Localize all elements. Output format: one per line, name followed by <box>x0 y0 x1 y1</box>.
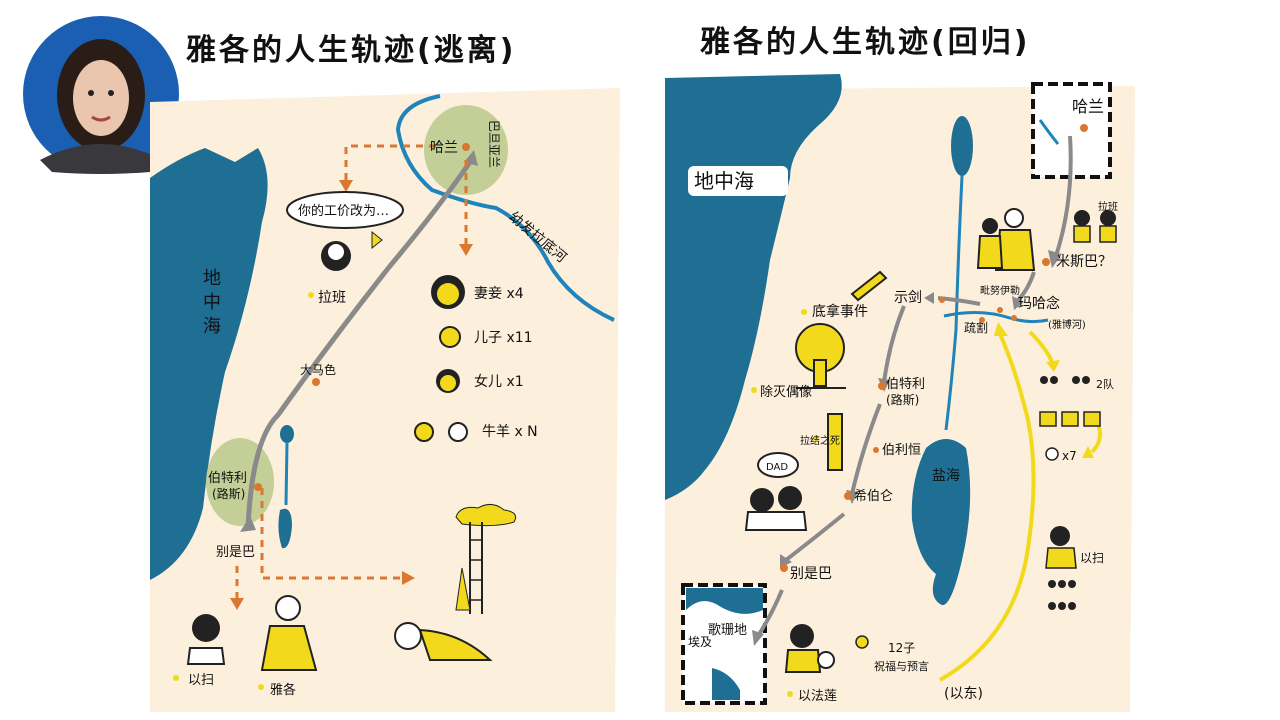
left-speech-bubble <box>286 191 404 229</box>
right-two-camps <box>1039 376 1101 461</box>
right-dinah: 底拿事件 <box>812 303 868 320</box>
left-sea <box>150 148 268 580</box>
right-blessing-figures <box>784 624 869 673</box>
right-bethel-sub: (路斯) <box>886 392 919 407</box>
right-route-edom <box>939 333 1036 682</box>
right-sea-label-box <box>688 166 788 196</box>
right-pillar-icon <box>827 413 843 471</box>
left-daughters: 女儿 x1 <box>474 373 524 390</box>
left-beersheba: 别是巴 <box>216 545 255 560</box>
right-edom: (以东) <box>944 686 983 702</box>
left-wives: 妻妾 x4 <box>474 286 524 302</box>
right-two-camps-label: 2队 <box>1096 377 1114 391</box>
right-jabbok-label: (雅博河) <box>1048 318 1086 331</box>
left-family-icons <box>414 275 468 442</box>
right-egypt: 埃及 <box>688 635 712 649</box>
right-sword-icon <box>850 270 888 302</box>
right-dead-sea <box>911 439 971 606</box>
right-route-haran <box>1054 135 1073 257</box>
left-sea-label-1: 地 <box>203 268 221 289</box>
left-esau-jacob-figures <box>186 595 318 671</box>
left-route-orange-ladder <box>260 488 404 580</box>
left-ladder-figure <box>455 504 517 614</box>
right-hebron: 希伯仑 <box>854 489 893 504</box>
left-bethel: 伯特利 <box>208 471 247 486</box>
right-jabbok <box>943 310 1049 324</box>
left-speech-text: 你的工价改为… <box>298 203 389 219</box>
right-twelve: 12子 <box>888 641 915 655</box>
right-laban-figures <box>1073 210 1117 243</box>
left-bethel-sub: (路斯) <box>212 486 245 501</box>
right-map: 地中海 哈兰 拉班 米斯巴？ 玛哈念 毗努伊勒 疏割 (雅博河) 示剑 底拿事件… <box>665 74 1135 712</box>
left-sleeping-jacob <box>394 622 493 661</box>
avatar <box>23 16 179 174</box>
right-esau: 以扫 <box>1080 551 1104 565</box>
left-title: 雅各的人生轨迹(逃离) <box>186 33 516 68</box>
left-sea-label-2: 中 <box>203 292 221 313</box>
right-wrestling-figures <box>976 208 1036 271</box>
left-jacob-label: 雅各 <box>270 682 296 698</box>
left-dead-sea <box>278 508 292 549</box>
right-galilee <box>951 116 973 176</box>
left-damascus: 大马色 <box>300 363 336 377</box>
right-laban: 拉班 <box>1098 200 1118 213</box>
left-laban-label: 拉班 <box>318 290 346 306</box>
left-sons: 儿子 x11 <box>474 330 533 346</box>
right-dad: DAD <box>766 462 788 473</box>
right-dead-sea-label: 盐海 <box>932 468 960 484</box>
right-esau-figure <box>1045 526 1077 610</box>
right-goshen: 歌珊地 <box>708 623 747 638</box>
left-route-orange-laban <box>344 144 436 182</box>
right-title: 雅各的人生轨迹(回归) <box>700 25 1030 60</box>
right-mahanaim: 玛哈念 <box>1018 295 1060 312</box>
left-esau-label: 以扫 <box>188 673 214 688</box>
right-bethel: 伯特利 <box>886 377 925 392</box>
right-bow: x7 <box>1062 449 1077 463</box>
right-ephraim: 以法莲 <box>798 689 837 704</box>
left-laban-figure <box>321 230 383 271</box>
right-beersheba: 别是巴 <box>790 566 832 582</box>
left-route-gray <box>245 160 473 529</box>
left-map-land <box>150 88 620 712</box>
right-dad-bubble <box>744 452 808 531</box>
left-haran: 哈兰 <box>430 140 458 156</box>
right-bethlehem: 伯利恒 <box>882 443 921 458</box>
left-paddan-aram: 巴旦亚兰 <box>487 120 501 168</box>
right-deborah: 拉结之死 <box>800 434 840 447</box>
right-succoth: 疏割 <box>964 320 988 335</box>
right-shechem: 示剑 <box>894 290 922 306</box>
left-euphrates <box>395 94 615 322</box>
right-sea-label: 地中海 <box>694 169 754 193</box>
left-map: 地 中 海 巴旦亚兰 哈兰 幼发拉底河 你的工价改为… 拉班 大马色 伯特利 (… <box>150 88 620 712</box>
right-haran: 哈兰 <box>1072 97 1104 116</box>
right-blessing: 祝福与预言 <box>874 659 929 673</box>
left-galilee <box>280 425 294 443</box>
right-idols: 除灭偶像 <box>760 385 812 400</box>
left-sea-label-3: 海 <box>203 316 221 337</box>
right-mizpah: 米斯巴？ <box>1056 254 1112 270</box>
right-peniel: 毗努伊勒 <box>980 284 1020 297</box>
left-cattle: 牛羊 x N <box>482 424 538 440</box>
right-tree-icon <box>795 323 846 389</box>
